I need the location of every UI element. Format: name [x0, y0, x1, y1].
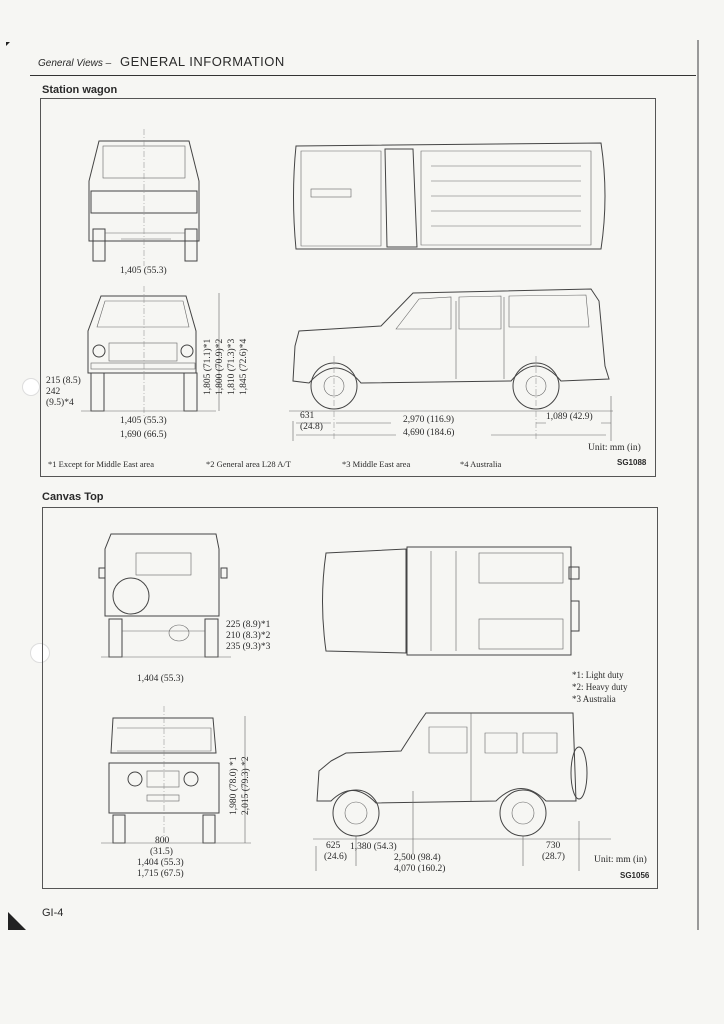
ct-wheelbase-dimension: 2,500 (98.4) — [394, 853, 441, 863]
sw-ground-clearance-3: (9.5)*4 — [46, 398, 74, 408]
station-wagon-figure — [40, 98, 656, 477]
ct-ground-clearance-1: 225 (8.9)*1 — [226, 620, 271, 630]
sw-figure-code: SG1088 — [617, 458, 647, 467]
ct-unit-label: Unit: mm (in) — [594, 855, 647, 865]
sw-overall-width-dimension: 1,690 (66.5) — [120, 430, 167, 440]
ct-rear-overhang-2: (28.7) — [542, 852, 565, 862]
sw-height-4: 1,845 (72.6)*4 — [239, 338, 249, 395]
sw-footnote-2: *2 General area L28 A/T — [206, 459, 291, 469]
ct-frame-width-2: (31.5) — [150, 847, 173, 857]
sw-side-view — [289, 288, 613, 441]
ct-frame-width-1: 800 — [155, 836, 170, 846]
ct-front-overhang-2: (24.6) — [324, 852, 347, 862]
sw-footnote-1: *1 Except for Middle East area — [48, 459, 154, 469]
ct-front-track-dimension: 1,404 (55.3) — [137, 858, 184, 868]
canvas-top-drawings — [98, 533, 611, 871]
sw-rear-overhang-dimension: 1,089 (42.9) — [546, 412, 593, 422]
ct-note-1: *1: Light duty — [572, 670, 624, 680]
section-title-station-wagon: Station wagon — [42, 84, 118, 96]
header-rule — [30, 75, 696, 76]
ct-ground-clearance-3: 235 (9.3)*3 — [226, 642, 271, 652]
sw-overall-length-dimension: 4,690 (184.6) — [403, 428, 455, 438]
ct-front-view — [101, 706, 251, 844]
punch-hole — [30, 643, 50, 663]
sw-ground-clearance-2: 242 — [46, 387, 61, 397]
section-title-canvas-top: Canvas Top — [42, 491, 104, 503]
ct-ground-clearance-2: 210 (8.3)*2 — [226, 631, 271, 641]
page-number: GI-4 — [42, 907, 64, 919]
sw-footnote-4: *4 Australia — [460, 459, 502, 469]
sw-front-overhang-1: 631 — [300, 411, 315, 421]
sw-height-2: 1,800 (70.9)*2 — [215, 338, 225, 395]
sw-height-1: 1,805 (71.1)*1 — [203, 338, 213, 395]
punch-hole — [22, 378, 40, 396]
page-edge — [697, 40, 699, 930]
sw-height-3: 1,810 (71.3)*3 — [227, 338, 237, 395]
ct-front-overhang-1: 625 — [326, 841, 341, 851]
ct-figure-code: SG1056 — [620, 871, 650, 880]
sw-ground-clearance-1: 215 (8.5) — [46, 376, 81, 386]
corner-mark — [6, 42, 10, 46]
ct-top-view — [322, 546, 580, 656]
ct-height-2: 2,015 (79.3) *2 — [241, 756, 251, 815]
station-wagon-drawings — [81, 129, 613, 441]
page-corner-mark — [8, 912, 26, 930]
page-title: GENERAL INFORMATION — [120, 54, 285, 69]
ct-rear-view — [98, 533, 231, 658]
sw-front-view — [81, 286, 220, 416]
sw-rear-track-dimension: 1,405 (55.3) — [120, 266, 167, 276]
sw-front-overhang-2: (24.8) — [300, 422, 323, 432]
sw-footnote-3: *3 Middle East area — [342, 459, 411, 469]
ct-overall-width-dimension: 1,715 (67.5) — [137, 869, 184, 879]
canvas-top-figure — [42, 507, 658, 889]
sw-top-view — [293, 142, 606, 250]
sw-unit-label: Unit: mm (in) — [588, 443, 641, 453]
ct-axle-to-cab-dimension: 1,380 (54.3) — [350, 842, 397, 852]
sw-wheelbase-dimension: 2,970 (116.9) — [403, 415, 455, 425]
header-section: General Views – — [38, 58, 112, 69]
ct-rear-track-dimension: 1,404 (55.3) — [137, 674, 184, 684]
ct-height-1: 1,980 (78.0) *1 — [229, 756, 239, 815]
ct-overall-length-dimension: 4,070 (160.2) — [394, 864, 446, 874]
ct-note-2: *2: Heavy duty — [572, 682, 628, 692]
ct-rear-overhang-1: 730 — [546, 841, 561, 851]
ct-note-3: *3 Australia — [572, 694, 616, 704]
ct-side-view — [313, 712, 611, 871]
sw-rear-view — [88, 129, 200, 266]
sw-front-track-dimension: 1,405 (55.3) — [120, 416, 167, 426]
